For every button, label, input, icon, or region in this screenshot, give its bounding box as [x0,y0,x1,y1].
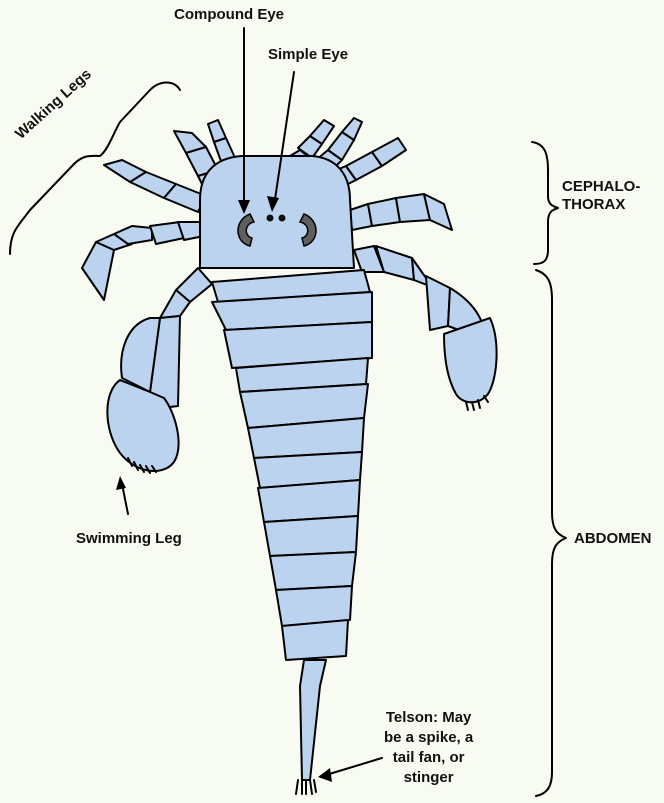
simple-eye-label: Simple Eye [268,46,348,64]
cephalothorax-label: CEPHALO- THORAX [562,178,640,214]
cephalothorax [200,156,354,268]
telson-arrow [318,758,382,782]
cephalothorax-label-line1: CEPHALO- [562,178,640,196]
telson-label-line3: tail fan, or [384,748,473,768]
walking-leg-right-4 [350,194,452,230]
walking-leg-left-3 [104,160,206,212]
cephalothorax-brace [532,142,558,264]
telson-label-line4: stinger [384,768,473,788]
swimming-leg-left [107,268,212,473]
abdomen-label: ABDOMEN [574,530,652,548]
simple-eye-right [279,215,286,222]
abdomen-segments [212,270,372,660]
swimming-leg-label: Swimming Leg [76,530,182,548]
telson [296,660,326,794]
telson-label-line1: Telson: May [384,708,473,728]
telson-label-line2: be a spike, a [384,728,473,748]
compound-eye-label: Compound Eye [174,6,284,24]
simple-eye-left [267,215,274,222]
telson-label: Telson: May be a spike, a tail fan, or s… [384,708,473,788]
cephalothorax-label-line2: THORAX [562,196,640,214]
swimming-leg-arrow [116,476,128,514]
abdomen-brace [536,270,566,796]
swimming-leg-right [354,246,497,410]
